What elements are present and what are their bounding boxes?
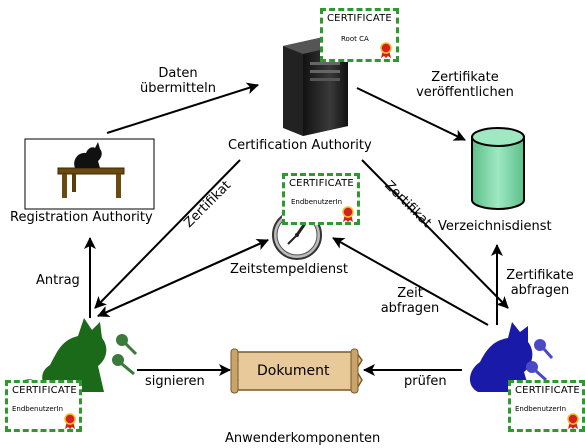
edge-label-line: übermitteln (140, 81, 216, 96)
edge-label-zertifikate-abfragen: Zertifikate abfragen (500, 268, 580, 298)
cert-title: CERTIFICATE (289, 178, 354, 189)
blue-user-cat (469, 322, 533, 392)
edge-label-zeit-abfragen: Zeit abfragen (380, 286, 440, 316)
edge-label-line: Daten (158, 66, 198, 81)
edge-label-line: Zertifikate (431, 70, 499, 85)
green-key-icons (112, 334, 138, 376)
edge-label-line: Zeit (397, 286, 423, 301)
seal-icon (567, 413, 579, 429)
edge-label-pruefen: prüfen (404, 374, 447, 389)
seal-icon (380, 42, 392, 58)
cert-subject: EndbenutzerIn (515, 405, 567, 413)
seal-icon (342, 206, 354, 222)
green-user-certificate: CERTIFICATE EndbenutzerIn (5, 380, 82, 432)
footer-label-anwenderkomponenten: Anwenderkomponenten (225, 431, 381, 446)
edge-label-daten-uebermitteln: Daten übermitteln (138, 66, 218, 96)
root-ca-certificate: CERTIFICATE Root CA (320, 8, 399, 62)
cert-title: CERTIFICATE (327, 13, 392, 24)
node-label-zeitstempeldienst: Zeitstempeldienst (230, 262, 348, 277)
arrow-zeit-abfragen (332, 237, 489, 326)
cert-subject: Root CA (341, 35, 369, 43)
edge-label-zertifikate-veroeffentlichen: Zertifikate veröffentlichen (400, 70, 530, 100)
edge-label-line: Zertifikate (506, 268, 574, 283)
edge-label-line: abfragen (380, 301, 440, 316)
edge-label-line: abfragen (510, 283, 570, 298)
arrow-zeitstempel-user-back (97, 239, 269, 317)
arrow-zertifikat-right (361, 159, 509, 309)
blue-key-icons (526, 339, 554, 382)
cert-subject: EndbenutzerIn (12, 405, 64, 413)
edge-label-line: veröffentlichen (416, 85, 514, 100)
node-label-registration-authority: Registration Authority (10, 210, 153, 225)
registration-authority-illustration (24, 138, 155, 210)
cert-title: CERTIFICATE (12, 385, 77, 396)
node-label-certification-authority: Certification Authority (228, 138, 372, 153)
database-icon (471, 127, 525, 210)
cert-title: CERTIFICATE (515, 385, 580, 396)
node-label-verzeichnisdienst: Verzeichnisdienst (438, 219, 552, 234)
seal-icon (64, 413, 76, 429)
document-scroll (230, 348, 363, 394)
arrow-zertifikat-left (94, 159, 241, 309)
arrow-zertifikate-veroeffentlichen (356, 87, 466, 141)
zeitstempel-certificate: CERTIFICATE EndbenutzerIn (282, 173, 360, 225)
cert-subject: EndbenutzerIn (291, 198, 343, 206)
blue-user-certificate: CERTIFICATE EndbenutzerIn (508, 380, 585, 432)
arrow-daten-uebermitteln (106, 82, 259, 134)
edge-label-signieren: signieren (145, 374, 205, 389)
edge-label-antrag: Antrag (36, 273, 80, 288)
node-label-dokument: Dokument (257, 363, 330, 379)
